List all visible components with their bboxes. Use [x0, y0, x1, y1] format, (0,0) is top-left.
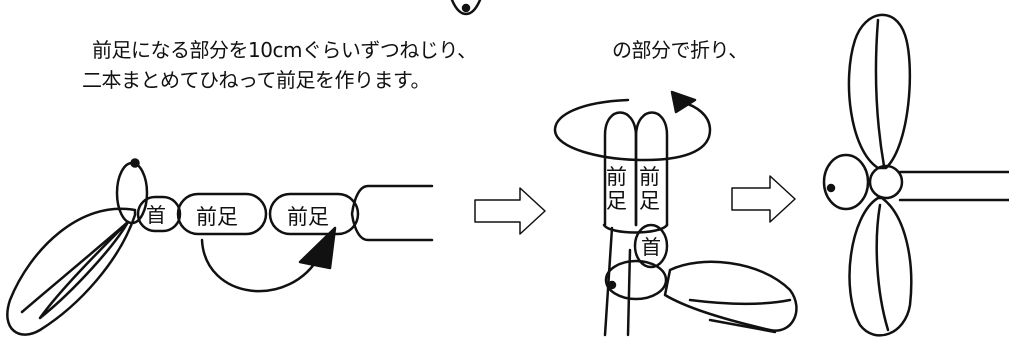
mae-label-left: 前: [606, 165, 627, 189]
instruction-line-2: 二本まとめてひねって前足を作ります。: [82, 68, 431, 92]
upper-legs: [847, 13, 912, 170]
ears-2: [663, 260, 798, 332]
mae-label-right: 前: [639, 165, 660, 189]
rotation-arrow-icon: [553, 90, 712, 162]
neck-segment: [136, 195, 182, 233]
instruction-line-1-left: 前足になる部分を10cmぐらいずつねじり、: [92, 38, 477, 62]
panel-1: 首 前足 前足: [6, 158, 434, 336]
lower-legs: [848, 196, 913, 337]
curved-arrow-icon: [200, 226, 337, 293]
right-arrow-icon: [731, 175, 796, 223]
joint: [868, 164, 904, 200]
instruction-line-1-right: の部分で折り、: [612, 38, 748, 62]
ashi-label-right: 足: [639, 189, 660, 213]
folded-leg-right: [634, 111, 669, 227]
head-3: [822, 153, 870, 211]
head: [115, 161, 149, 225]
front-leg-segment-1: [176, 192, 268, 236]
ashi-label-left: 足: [606, 189, 627, 213]
top-knot-icon: [450, 0, 482, 16]
ear-outer: [6, 207, 137, 336]
front-leg-label-2: 前足: [287, 205, 329, 229]
panel-2: 前 足 前 足 首: [553, 90, 798, 337]
right-arrow-icon: [474, 187, 546, 235]
neck-label-2: 首: [641, 235, 661, 259]
balloon-tail: [350, 184, 434, 242]
panel-3: [822, 13, 1009, 337]
front-leg-segment-2: [268, 192, 360, 236]
head-2: [604, 259, 668, 301]
neck-segment-2: [633, 223, 669, 269]
front-leg-label-1: 前足: [196, 205, 238, 229]
neck-label: 首: [146, 203, 166, 227]
